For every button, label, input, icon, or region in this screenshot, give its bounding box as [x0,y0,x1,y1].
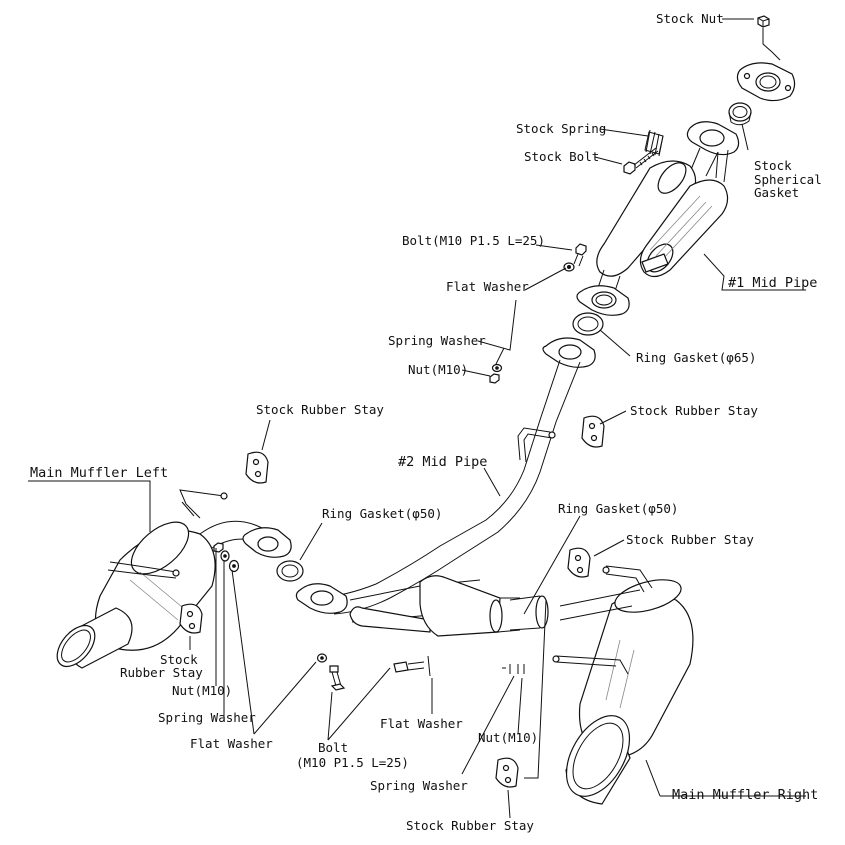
label-flat-washer-bottom: Flat Washer [380,716,463,731]
label-ring-gasket-65: Ring Gasket(φ65) [636,350,756,365]
label-ring-gasket-50-left: Ring Gasket(φ50) [322,506,442,521]
stock-nut-part [757,15,781,61]
label-stock-rubber-stay-right: Stock Rubber Stay [626,532,754,547]
left-fastener-set [213,542,240,573]
rubber-stay-upper-right-part [581,415,605,448]
label-stock-nut: Stock Nut [656,11,724,26]
bolt-bottom-part [316,653,346,691]
label-bolt-bottom-1: Bolt [318,740,348,755]
label-main-muffler-left: Main Muffler Left [30,465,168,481]
stock-spherical-gasket-part [728,102,752,126]
rubber-stay-upper-left-part [245,451,269,484]
label-nut-bottom: Nut(M10) [478,730,538,745]
ring-gasket-65-part [572,312,604,336]
label-bolt-bottom-2: (M10 P1.5 L=25) [296,755,409,770]
label-stock-bolt: Stock Bolt [524,149,599,164]
main-muffler-right-drawing [552,565,694,805]
label-stock-spring: Stock Spring [516,121,606,136]
label-stock-rubber-stay-bottom: Stock Rubber Stay [406,818,534,833]
mid-pipe-2-drawing [295,337,596,637]
label-spring-washer-top: Spring Washer [388,333,486,348]
leader-lines [28,18,806,819]
rubber-stay-left-part [179,603,203,634]
rubber-stay-bottom-part [495,757,519,788]
label-stock-rubber-stay-left-2: Rubber Stay [120,665,203,680]
label-ring-gasket-50-right: Ring Gasket(φ50) [558,501,678,516]
bolt-washer-set-top [489,243,587,384]
label-flat-washer-top: Flat Washer [446,279,529,294]
label-nut-top: Nut(M10) [408,362,468,377]
mid-pipe-1-drawing [576,15,796,316]
part-labels: Stock Nut Stock Spring Stock Bolt Stock … [30,11,822,833]
label-spring-washer-left: Spring Washer [158,710,256,725]
label-flat-washer-left: Flat Washer [190,736,273,751]
label-spring-washer-bottom: Spring Washer [370,778,468,793]
main-muffler-left-drawing [56,489,292,669]
label-stock-rubber-stay-left-1: Stock [160,652,198,667]
label-stock-spherical-gasket-3: Gasket [754,185,799,200]
stock-flange-part [736,62,796,102]
stock-bolt-part [623,147,659,175]
rubber-stay-right-part [567,547,591,578]
label-mid-pipe-2: #2 Mid Pipe [398,454,487,470]
label-nut-left: Nut(M10) [172,683,232,698]
label-stock-spherical-gasket-1: Stock [754,158,792,173]
bolt-center-part [393,655,525,677]
label-main-muffler-right: Main Muffler Right [672,787,818,803]
label-stock-spherical-gasket-2: Spherical [754,172,822,187]
stock-spring-part [644,129,664,157]
label-stock-rubber-stay-upper-left: Stock Rubber Stay [256,402,384,417]
label-mid-pipe-1: #1 Mid Pipe [728,275,817,291]
ring-gasket-50-left-part [276,560,304,582]
label-stock-rubber-stay-upper-right: Stock Rubber Stay [630,403,758,418]
label-bolt-top: Bolt(M10 P1.5 L=25) [402,233,545,248]
